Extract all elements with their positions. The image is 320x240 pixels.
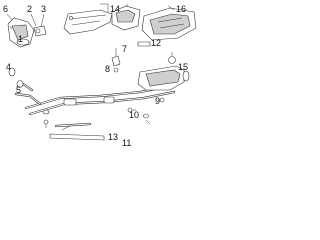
callout-14: 14: [110, 4, 120, 14]
center-heat-shield: [111, 4, 141, 31]
callout-5: 5: [16, 85, 21, 95]
rear-insulator: [168, 52, 176, 64]
front-heat-shield: [63, 3, 113, 35]
callout-15: 15: [178, 62, 188, 72]
exhaust-system-diagram: 1 2 3 4 5 6 7 8 9 10 11 12 13 14 15 16: [3, 3, 197, 147]
callout-6: 6: [3, 4, 8, 14]
callout-9: 9: [155, 96, 160, 106]
catalytic-converter: [6, 13, 47, 48]
fasteners: [43, 97, 165, 128]
retaining-clip: [137, 41, 151, 47]
callout-13: 13: [108, 132, 118, 142]
callout-11: 11: [122, 138, 131, 147]
y-pipe: [54, 122, 92, 131]
exhaust-hanger: [111, 48, 121, 73]
pipe-connectors: [42, 96, 115, 115]
callout-10: 10: [129, 110, 139, 120]
callout-12: 12: [151, 38, 161, 48]
callout-3: 3: [41, 4, 46, 14]
rear-muffler: [137, 65, 190, 91]
callout-1: 1: [18, 34, 23, 44]
underbody-rail: [49, 133, 105, 141]
callout-labels: 1 2 3 4 5 6 7 8 9 10 11 12 13 14 15 16: [3, 4, 188, 147]
gaskets: [8, 67, 24, 88]
callout-2: 2: [27, 4, 32, 14]
rear-heat-shield: [141, 5, 197, 41]
callout-4: 4: [6, 62, 11, 72]
callout-8: 8: [105, 64, 110, 74]
callout-7: 7: [122, 44, 127, 54]
callout-16: 16: [176, 4, 186, 14]
